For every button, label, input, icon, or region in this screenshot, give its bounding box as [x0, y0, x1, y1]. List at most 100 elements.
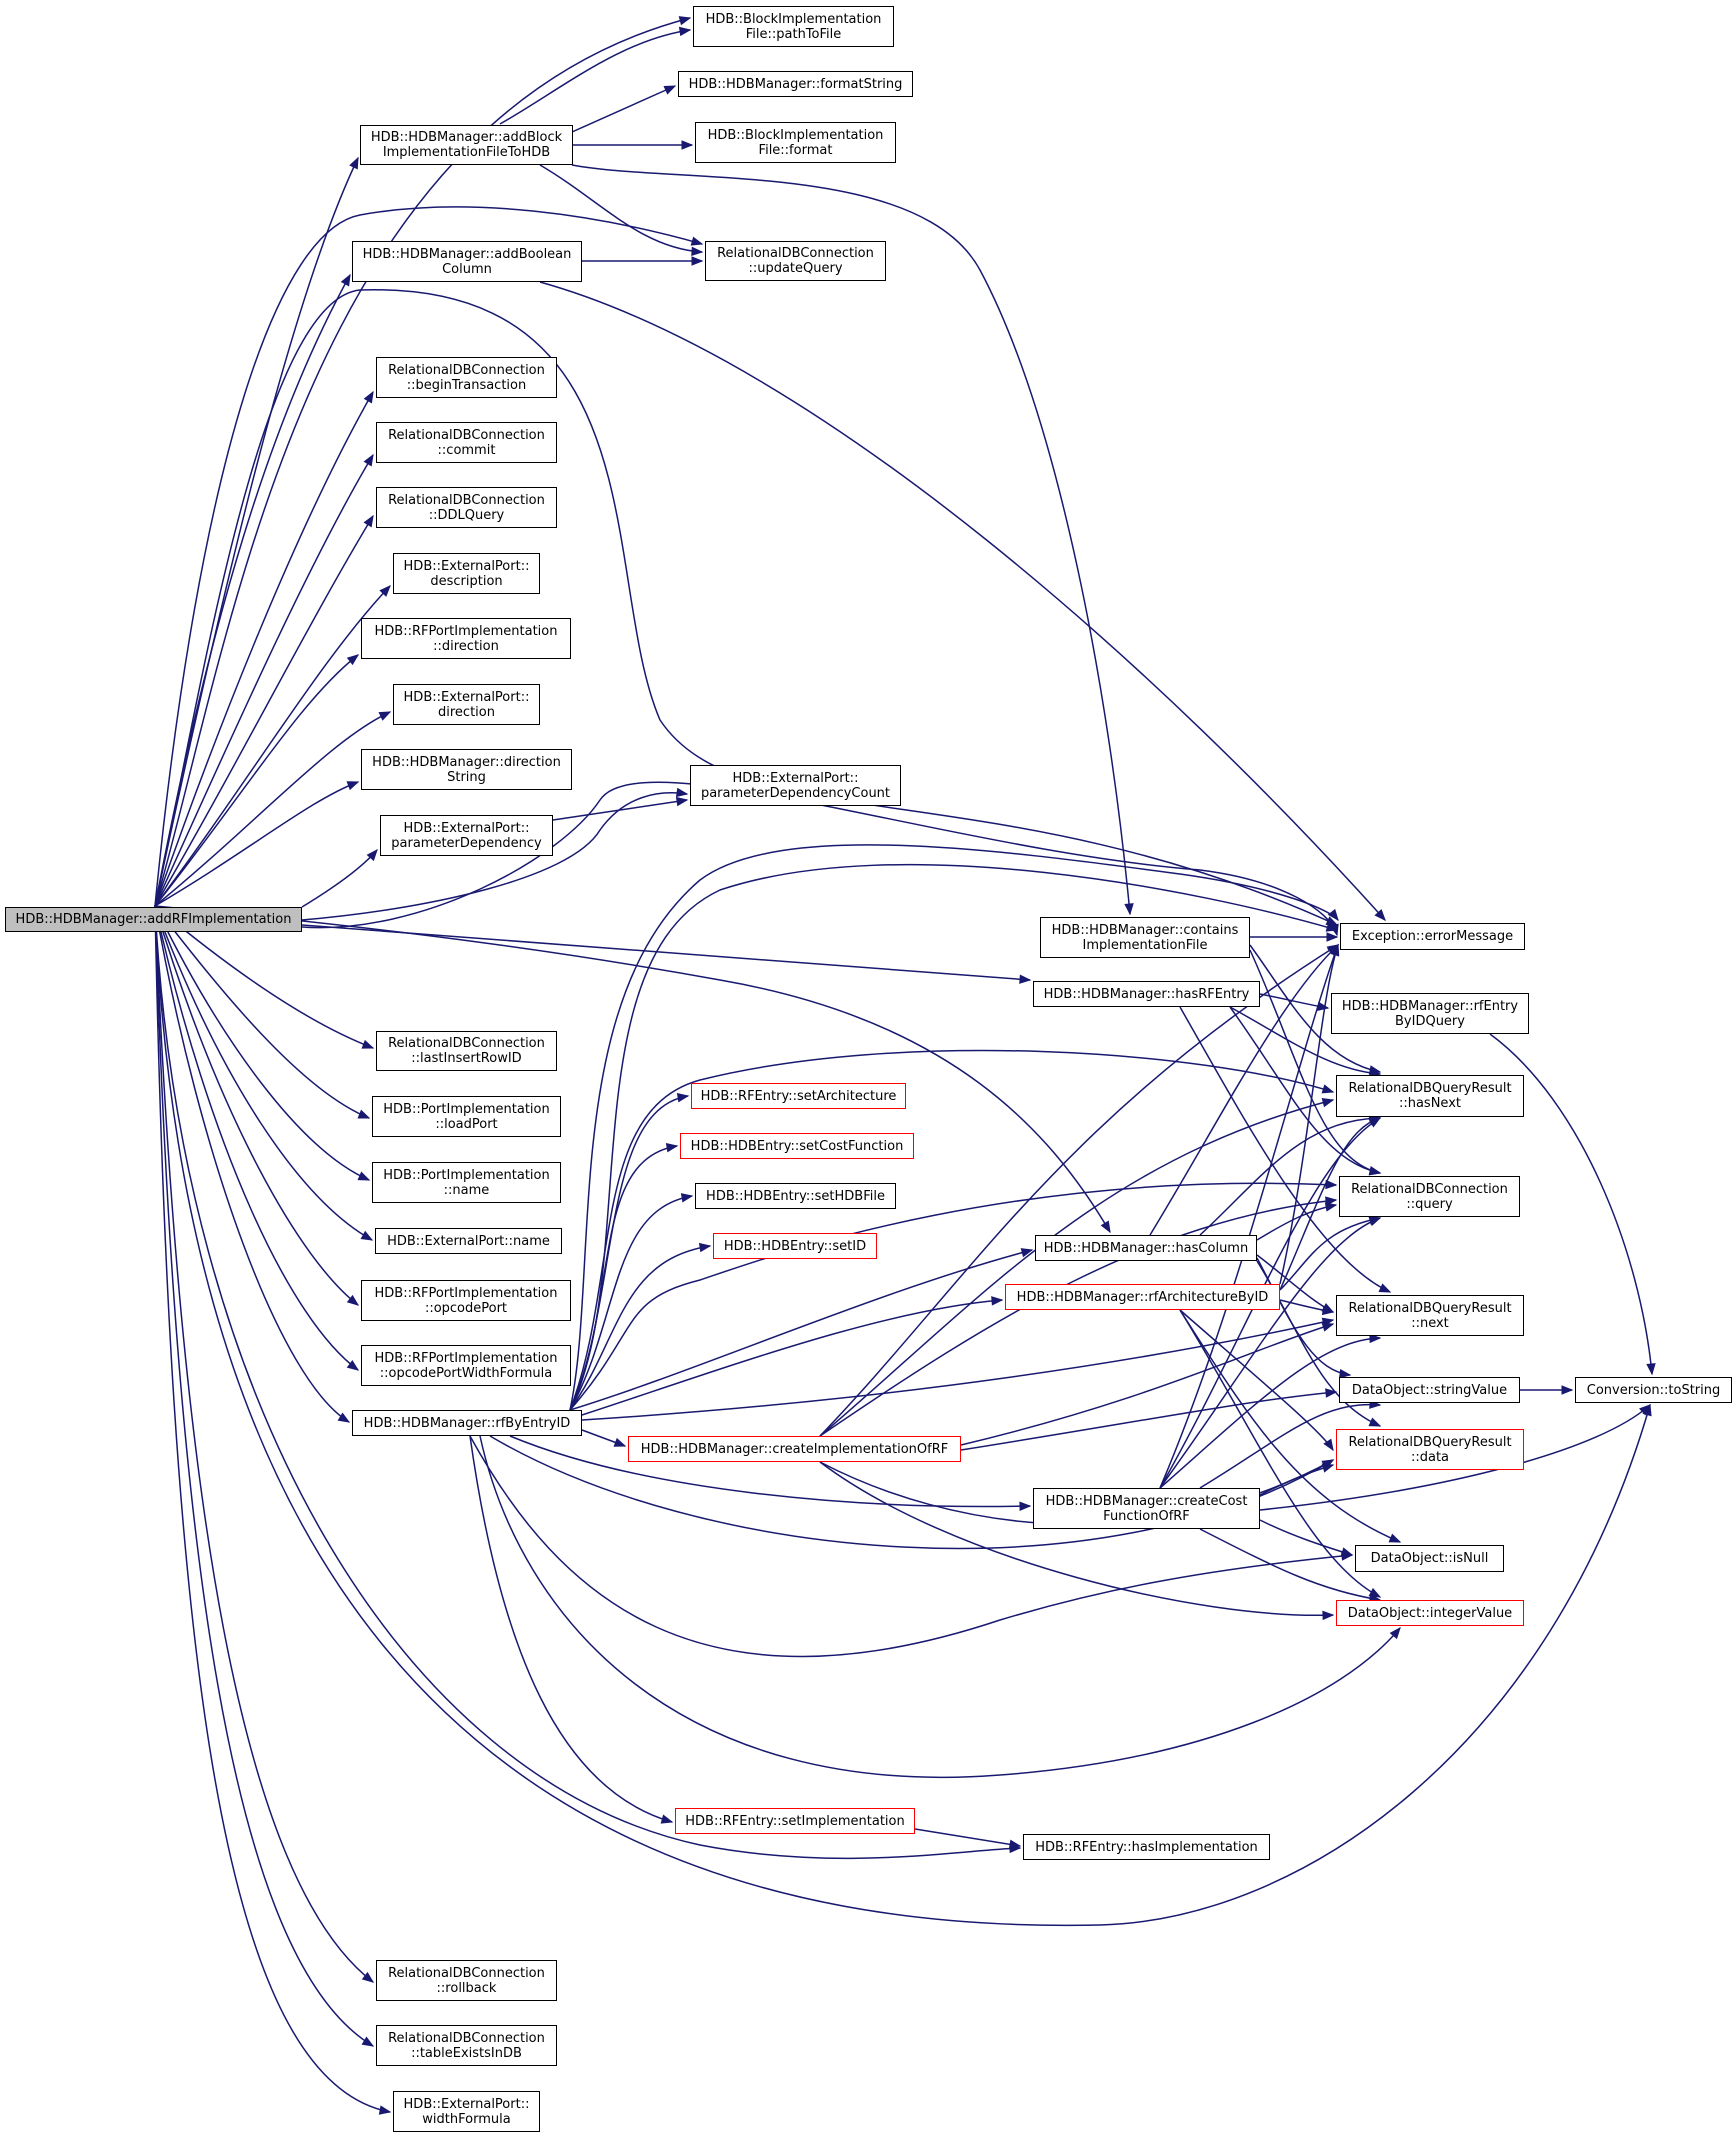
edge-addBlockImpl-formatString: [571, 85, 677, 133]
edge-rfByEntryId-errorMessage: [569, 863, 1339, 1411]
edge-stringValue-toString: [1520, 1385, 1574, 1395]
edge-root-widthFormula: [154, 905, 392, 2115]
node-data-object-is-null[interactable]: DataObject::isNull: [1355, 1545, 1504, 1572]
node-add-rf-implementation: HDB::HDBManager::addRFImplementation: [5, 907, 302, 932]
node-block-implementation-file-format[interactable]: HDB::BlockImplementation File::format: [695, 122, 896, 163]
edge-createCostRF-data: [1259, 1463, 1335, 1496]
node-external-port-direction[interactable]: HDB::ExternalPort:: direction: [393, 684, 540, 725]
edge-root-rfByEntryId: [154, 905, 351, 1423]
node-rollback[interactable]: RelationalDBConnection ::rollback: [376, 1960, 557, 2001]
edge-createImplRF-integerValue: [819, 1461, 1335, 1621]
edge-addBlockImpl-containsImpl: [571, 164, 1134, 916]
edge-createCostRF-errorMessage: [1159, 943, 1339, 1489]
edge-root-beginTransaction: [154, 390, 374, 907]
node-format-string[interactable]: HDB::HDBManager::formatString: [678, 71, 913, 97]
node-external-port-name[interactable]: HDB::ExternalPort::name: [375, 1228, 562, 1254]
edge-root-commit: [154, 453, 374, 907]
node-hdb-entry-set-cost-function[interactable]: HDB::HDBEntry::setCostFunction: [680, 1133, 914, 1159]
node-rf-entry-by-id-query[interactable]: HDB::HDBManager::rfEntry ByIDQuery: [1331, 993, 1529, 1034]
edge-rfArchById-next: [1279, 1299, 1335, 1316]
edge-addBlockImpl-updateQuery: [539, 164, 704, 257]
edge-root-loadPort: [154, 905, 371, 1119]
node-parameter-dependency[interactable]: HDB::ExternalPort:: parameterDependency: [380, 815, 553, 856]
edge-root-tableExists: [154, 905, 375, 2047]
node-commit[interactable]: RelationalDBConnection ::commit: [376, 422, 557, 463]
node-parameter-dependency-count[interactable]: HDB::ExternalPort:: parameterDependencyC…: [690, 765, 901, 806]
node-block-implementation-file-path-to-file[interactable]: HDB::BlockImplementation File::pathToFil…: [693, 6, 894, 47]
node-conversion-to-string[interactable]: Conversion::toString: [1575, 1377, 1732, 1403]
edge-rfByEntryId-setImplementation: [469, 1435, 674, 1824]
node-rf-by-entry-id[interactable]: HDB::HDBManager::rfByEntryID: [352, 1410, 582, 1436]
node-ddl-query[interactable]: RelationalDBConnection ::DDLQuery: [376, 487, 557, 528]
edge-addBlockImpl-bifFormat: [572, 140, 694, 150]
node-update-query[interactable]: RelationalDBConnection ::updateQuery: [705, 241, 886, 281]
edge-root-hasColumn: [154, 905, 1111, 1234]
node-hdb-entry-set-hdb-file[interactable]: HDB::HDBEntry::setHDBFile: [695, 1183, 896, 1209]
node-rf-entry-has-implementation[interactable]: HDB::RFEntry::hasImplementation: [1023, 1834, 1270, 1860]
edge-root-paramDep: [301, 848, 378, 908]
node-table-exists-in-db[interactable]: RelationalDBConnection ::tableExistsInDB: [376, 2025, 557, 2066]
node-direction-string[interactable]: HDB::HDBManager::direction String: [361, 749, 572, 790]
edge-root-addBlockImpl: [154, 156, 359, 907]
node-port-implementation-name[interactable]: HDB::PortImplementation ::name: [372, 1162, 561, 1203]
node-create-cost-function-of-rf[interactable]: HDB::HDBManager::createCost FunctionOfRF: [1033, 1488, 1260, 1529]
node-external-port-width-formula[interactable]: HDB::ExternalPort:: widthFormula: [393, 2091, 540, 2132]
edge-rfEntryById-toString: [1489, 1033, 1656, 1376]
node-rf-architecture-by-id[interactable]: HDB::HDBManager::rfArchitectureByID: [1005, 1284, 1280, 1310]
node-data-object-string-value[interactable]: DataObject::stringValue: [1339, 1377, 1520, 1403]
node-query-result-data[interactable]: RelationalDBQueryResult ::data: [1336, 1429, 1524, 1470]
edge-addBoolean-errorMessage: [539, 281, 1386, 922]
node-opcode-port-width-formula[interactable]: HDB::RFPortImplementation ::opcodePortWi…: [361, 1345, 571, 1386]
node-exception-error-message[interactable]: Exception::errorMessage: [1340, 923, 1525, 950]
edge-root-ddlQuery: [154, 514, 374, 907]
edge-root-epName: [154, 905, 374, 1241]
node-last-insert-row-id[interactable]: RelationalDBConnection ::lastInsertRowID: [376, 1031, 557, 1071]
node-data-object-integer-value[interactable]: DataObject::integerValue: [1336, 1600, 1524, 1626]
edge-rfByEntryId-setID: [569, 1242, 712, 1411]
node-has-column[interactable]: HDB::HDBManager::hasColumn: [1035, 1235, 1257, 1261]
node-hdb-entry-set-id[interactable]: HDB::HDBEntry::setID: [713, 1233, 877, 1259]
edge-root-directionString: [154, 781, 360, 907]
edge-rfArchById-isNull: [1179, 1309, 1402, 1543]
edge-root-rollback: [154, 905, 375, 1983]
node-has-rf-entry[interactable]: HDB::HDBManager::hasRFEntry: [1033, 981, 1260, 1007]
edge-root-updateQuery: [154, 206, 704, 907]
edge-createCostRF-next: [1159, 1333, 1382, 1489]
edge-createCostRF-hasNext: [1159, 1117, 1382, 1489]
edge-rfByEntryId-rfArchById: [581, 1296, 1004, 1416]
node-port-implementation-load-port[interactable]: HDB::PortImplementation ::loadPort: [372, 1096, 561, 1137]
edge-createCostRF-query: [1159, 1217, 1382, 1489]
edge-root-pathToFile: [154, 16, 692, 907]
edge-root-hasRFEntry: [301, 924, 1032, 984]
node-rf-port-implementation-opcode-port[interactable]: HDB::RFPortImplementation ::opcodePort: [361, 1280, 571, 1321]
node-begin-transaction[interactable]: RelationalDBConnection ::beginTransactio…: [376, 357, 557, 398]
edge-rfByEntryId-integerValue: [479, 1435, 1401, 1779]
edge-rfByEntryId-createImplRF: [581, 1429, 627, 1447]
edge-hasColumn-query: [1256, 1202, 1338, 1241]
node-add-boolean-column[interactable]: HDB::HDBManager::addBoolean Column: [352, 241, 582, 282]
edge-containsImpl-errorMessage: [1250, 932, 1339, 942]
edge-setImplementation-hasImplementation: [914, 1828, 1022, 1849]
edge-addBoolean-updateQuery: [582, 256, 704, 266]
edge-hasRFEntry-query: [1229, 1006, 1382, 1176]
edge-root-opcodePort: [154, 905, 360, 1306]
node-contains-implementation-file[interactable]: HDB::HDBManager::contains Implementation…: [1040, 917, 1250, 958]
edge-createCostRF-isNull: [1259, 1519, 1354, 1557]
node-add-block-implementation-file-to-hdb[interactable]: HDB::HDBManager::addBlock Implementation…: [360, 125, 573, 165]
edge-root-epDirection: [154, 711, 392, 907]
node-create-implementation-of-rf[interactable]: HDB::HDBManager::createImplementationOfR…: [628, 1436, 961, 1462]
node-query-result-has-next[interactable]: RelationalDBQueryResult ::hasNext: [1336, 1075, 1524, 1117]
edge-addBlockImpl-pathToFile: [499, 26, 692, 125]
edge-rfByEntryId-createCostRF: [509, 1435, 1032, 1511]
node-rf-entry-set-architecture[interactable]: HDB::RFEntry::setArchitecture: [691, 1083, 906, 1109]
edge-root-opcodePortWidth: [154, 905, 360, 1371]
node-relational-db-connection-query[interactable]: RelationalDBConnection ::query: [1339, 1176, 1520, 1217]
edge-rfByEntryId-setHDBFile: [569, 1193, 694, 1411]
node-query-result-next[interactable]: RelationalDBQueryResult ::next: [1336, 1295, 1524, 1336]
edge-root-paramDepCount: [301, 787, 689, 921]
node-external-port-description[interactable]: HDB::ExternalPort:: description: [393, 553, 540, 594]
node-rf-port-implementation-direction[interactable]: HDB::RFPortImplementation ::direction: [361, 618, 571, 659]
node-rf-entry-set-implementation[interactable]: HDB::RFEntry::setImplementation: [675, 1808, 915, 1834]
edge-rfArchById-data: [1179, 1309, 1334, 1452]
